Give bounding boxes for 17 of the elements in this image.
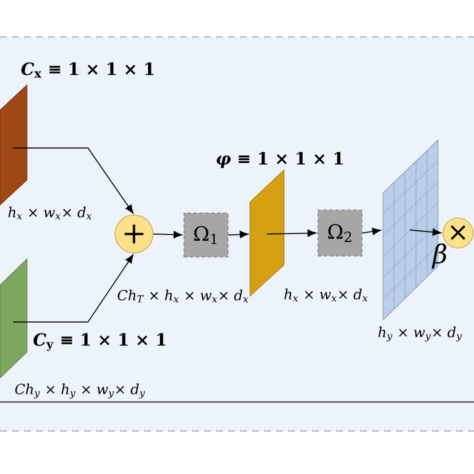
arrow bbox=[266, 230, 316, 237]
arrow bbox=[12, 254, 134, 322]
kernel-label: C$_{x}$ ≡ 1 × 1 × 1 bbox=[21, 62, 154, 78]
arrow bbox=[362, 228, 381, 235]
dimension-label: Ch$_{y}$ × h$_{y}$ × w$_{y}$× d$_{y}$ bbox=[15, 384, 145, 398]
arrow bbox=[228, 230, 248, 238]
kernel-label: C$_{y}$ ≡ 1 × 1 × 1 bbox=[33, 333, 166, 351]
dimension-label: h$_{x}$ × w$_{x}$× d$_{x}$ bbox=[8, 206, 92, 220]
arrow bbox=[12, 148, 134, 214]
operator-box: Ω$_{1}$ bbox=[184, 212, 228, 258]
kernel-label: φ ≡ 1 × 1 × 1 bbox=[216, 152, 343, 168]
arrow bbox=[152, 231, 182, 238]
arrow bbox=[410, 228, 442, 236]
dimension-label: h$_{y}$ × w$_{y}$× d$_{y}$ bbox=[378, 326, 462, 342]
dimension-label: h$_{x}$ × w$_{x}$× d$_{x}$ bbox=[284, 288, 368, 302]
dimension-label: Ch$_{T}$ × h$_{x}$ × w$_{x}$× d$_{x}$ bbox=[118, 290, 248, 302]
operator-box: Ω$_{2}$ bbox=[318, 210, 362, 256]
